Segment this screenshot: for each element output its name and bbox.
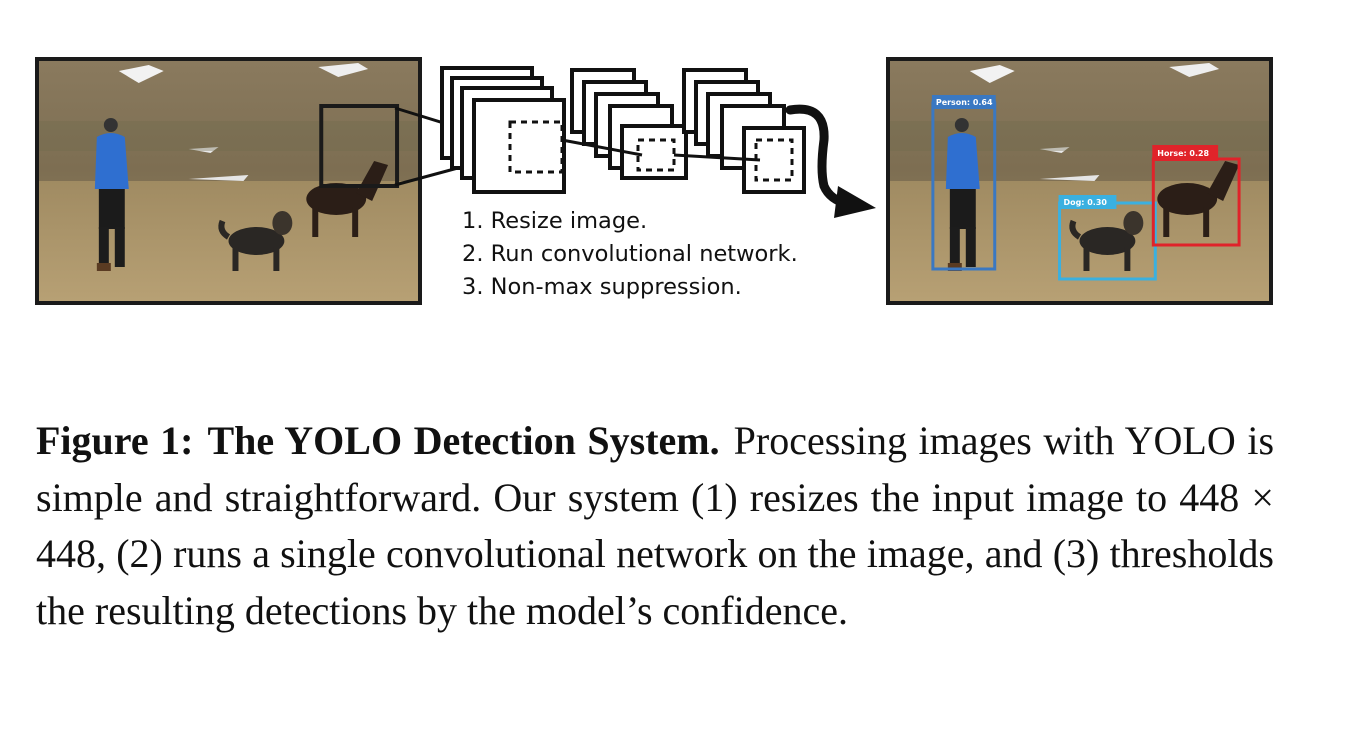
arrow-head-icon [834,186,876,218]
network-diagram [394,66,876,218]
detection-horse: Horse: 0.28 [1151,145,1241,247]
step-2: 2. Run convolutional network. [462,241,798,267]
horse-label: Horse: 0.28 [1157,149,1209,158]
figure-label: Figure 1: [36,418,194,463]
dog-figure [218,211,293,271]
figure-title: The YOLO Detection System. [207,418,720,463]
detection-dog: Dog: 0.30 [1058,195,1157,281]
dog-label-bg [1058,195,1117,209]
person-label-bg [931,95,996,109]
grid-cell-box [319,104,400,188]
person-figure [945,118,980,271]
input-image [35,57,422,305]
pipeline-steps: 1. Resize image. 2. Run convolutional ne… [462,205,798,304]
figure-caption: Figure 1: The YOLO Detection System.Proce… [36,413,1274,639]
dog-figure [1069,211,1144,271]
horse-figure [1157,161,1240,237]
conv-stack-2 [570,68,688,180]
input-scene [39,61,418,301]
caption-body: Processing images with YOLO is simple an… [36,418,1275,633]
person-figure [94,118,129,271]
output-scene: Person: 0.64 Dog: 0.30 Horse: 0.28 [890,61,1269,301]
horse-label-bg [1152,145,1219,161]
conv-stack-3 [682,68,806,194]
output-image: Person: 0.64 Dog: 0.30 Horse: 0.28 [886,57,1273,305]
connector-line [673,153,761,162]
step-1: 1. Resize image. [462,208,648,234]
dog-label: Dog: 0.30 [1064,198,1108,207]
connector-line [561,138,643,157]
conv-stack-1 [440,66,566,194]
person-label: Person: 0.64 [936,98,993,107]
step-3: 3. Non-max suppression. [462,274,742,300]
output-arrow [785,104,853,209]
horse-figure [306,161,389,237]
detection-person: Person: 0.64 [931,95,997,271]
